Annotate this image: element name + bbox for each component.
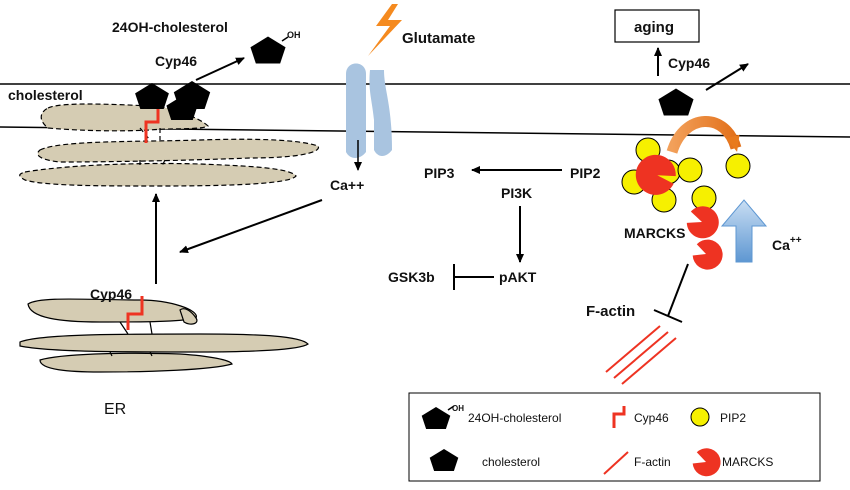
orange-curved-arrow [666, 116, 742, 154]
legend-pip2-icon [690, 407, 710, 427]
legend-factin-label: F-actin [634, 455, 671, 469]
legend-oh-cholesterol-label: 24OH-cholesterol [468, 411, 561, 425]
legend-marcks-label: MARCKS [722, 455, 773, 469]
aging-box [614, 9, 700, 43]
marcks-pacman-cluster [635, 154, 723, 270]
legend-cyp46-icon [612, 406, 626, 428]
factin-filaments [605, 325, 677, 385]
cholesterol-label: cholesterol [8, 87, 83, 103]
legend-pip2-label: PIP2 [720, 411, 746, 425]
cyp46-zigzag-icon [144, 108, 160, 143]
lightning-bolt-icon [368, 4, 402, 56]
cyp46-er-label: Cyp46 [90, 286, 132, 302]
er-label: ER [104, 401, 126, 418]
ca-label: Ca++ [330, 177, 364, 193]
ca-to-er-arrow [179, 199, 323, 254]
oh-cholesterol-pentagon-icon [250, 36, 289, 64]
marcks-inhibits-factin-line [667, 263, 689, 317]
cholesterol-pentagon-icon [658, 88, 694, 116]
gsk3b-label: GSK3b [388, 269, 435, 285]
ca-right-label: Ca++ [772, 235, 802, 253]
pakt-label: pAKT [499, 269, 537, 285]
legend-oh: OH [452, 404, 464, 413]
glutamate-receptor-channel [346, 63, 392, 158]
blue-ca-arrow [720, 199, 768, 263]
cholesterol-export-arrow [705, 63, 749, 91]
legend-marcks-icon [692, 448, 721, 477]
cyp46-conversion-arrow [195, 57, 245, 81]
aging-label: aging [634, 19, 674, 36]
marcks-label: MARCKS [624, 225, 685, 241]
glutamate-label: Glutamate [402, 30, 475, 47]
oh-label: OH [287, 30, 301, 40]
pip2-label: PIP2 [570, 165, 601, 181]
oh-cholesterol-label: 24OH-cholesterol [112, 19, 228, 35]
er-membrane-bottom [19, 298, 309, 373]
legend-box [408, 392, 821, 482]
factin-label: F-actin [586, 303, 635, 320]
pip3-label: PIP3 [424, 165, 455, 181]
legend-cholesterol-label: cholesterol [482, 455, 540, 469]
cyp46-label-right: Cyp46 [668, 55, 710, 71]
cyp46-label-top: Cyp46 [155, 53, 197, 69]
legend-factin-icon [603, 451, 629, 475]
legend-cyp46-label: Cyp46 [634, 411, 669, 425]
er-membrane-top [19, 103, 319, 187]
pi3k-label: PI3K [501, 185, 532, 201]
cyp46-er-zigzag-icon [126, 296, 144, 330]
factin-inhibition-bar [653, 309, 683, 323]
